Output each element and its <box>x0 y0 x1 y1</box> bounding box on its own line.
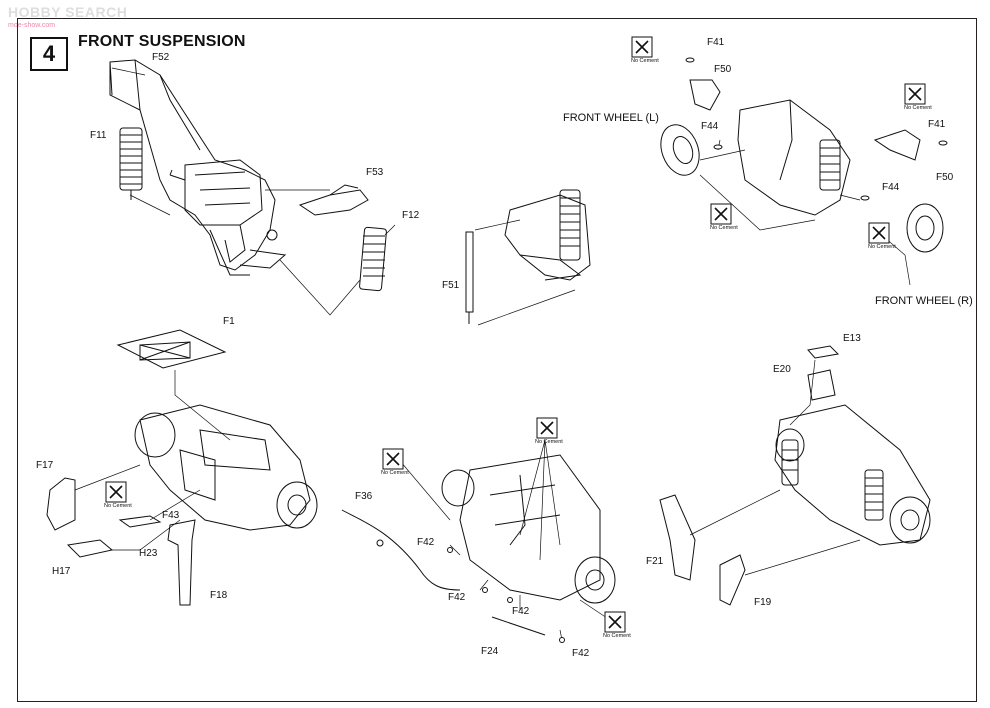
no-cement-label: No Cement <box>535 439 563 445</box>
part-label-F42: F42 <box>512 606 530 617</box>
front-wheel-right-label: FRONT WHEEL (R) <box>875 295 973 307</box>
side-panel-F17 <box>46 477 76 531</box>
plate-H17 <box>66 539 114 558</box>
front-wheel-left <box>660 124 700 176</box>
part-label-F44: F44 <box>882 182 900 193</box>
part-label-H23: H23 <box>139 548 158 559</box>
chassis-left-assembly <box>134 404 318 531</box>
panel-F21 <box>659 494 696 581</box>
part-label-F50: F50 <box>936 172 954 183</box>
chassis-center-assembly <box>441 454 616 604</box>
part-label-F41: F41 <box>928 119 946 130</box>
part-label-F24: F24 <box>481 646 499 657</box>
part-label-F42: F42 <box>448 592 466 603</box>
no-cement-label: No Cement <box>104 503 132 509</box>
no-cement-icon <box>536 417 558 439</box>
shock-absorber-F12 <box>359 226 387 292</box>
no-cement-label: No Cement <box>710 225 738 231</box>
no-cement-icon <box>710 203 732 225</box>
floor-plate-F1 <box>116 329 227 369</box>
part-label-F42: F42 <box>572 648 590 659</box>
part-label-F12: F12 <box>402 210 420 221</box>
front-wheel-left-label: FRONT WHEEL (L) <box>563 112 659 124</box>
tie-rod-F24 <box>491 616 546 636</box>
part-label-F41: F41 <box>707 37 725 48</box>
page-border <box>17 18 977 702</box>
part-E13 <box>807 345 840 359</box>
watermark-logo: HOBBY SEARCH <box>8 4 128 20</box>
step-title: FRONT SUSPENSION <box>78 33 246 50</box>
part-label-F51: F51 <box>442 280 460 291</box>
part-label-F17: F17 <box>36 460 54 471</box>
part-label-F36: F36 <box>355 491 373 502</box>
cable-F36 <box>341 509 461 591</box>
no-cement-icon <box>105 481 127 503</box>
part-label-F42: F42 <box>417 537 435 548</box>
part-label-F50: F50 <box>714 64 732 75</box>
no-cement-icon <box>631 36 653 58</box>
part-label-F18: F18 <box>210 590 228 601</box>
part-label-F21: F21 <box>646 556 664 567</box>
part-label-H17: H17 <box>52 566 71 577</box>
no-cement-label: No Cement <box>904 105 932 111</box>
part-E20 <box>807 369 836 401</box>
watermark-url: moe-show.com <box>8 22 56 29</box>
upper-arm-F53 <box>298 184 369 216</box>
part-label-F11: F11 <box>90 130 107 141</box>
no-cement-label: No Cement <box>868 244 896 250</box>
center-spring-assembly <box>504 189 591 281</box>
chassis-right-assembly <box>774 404 931 546</box>
part-label-F44: F44 <box>701 121 719 132</box>
no-cement-icon <box>382 448 404 470</box>
part-label-E20: E20 <box>773 364 791 375</box>
no-cement-icon <box>604 611 626 633</box>
no-cement-icon <box>904 83 926 105</box>
front-wheel-right <box>906 203 944 253</box>
part-label-F43: F43 <box>162 510 180 521</box>
no-cement-label: No Cement <box>603 633 631 639</box>
part-label-E13: E13 <box>843 333 861 344</box>
no-cement-label: No Cement <box>381 470 409 476</box>
no-cement-label: No Cement <box>631 58 659 64</box>
part-label-F1: F1 <box>223 316 235 327</box>
part-label-F53: F53 <box>366 167 384 178</box>
no-cement-icon <box>868 222 890 244</box>
part-label-F19: F19 <box>754 597 772 608</box>
damper-rod-F51 <box>465 231 474 324</box>
panel-F19 <box>719 554 746 606</box>
front-axle-assembly <box>689 79 921 216</box>
plate-H23 <box>118 515 162 528</box>
bracket-F18 <box>167 519 196 606</box>
step-number: 4 <box>30 37 68 71</box>
shock-absorber-F11 <box>119 127 143 200</box>
part-label-F52: F52 <box>152 52 170 63</box>
suspension-subframe-drawing <box>109 59 287 276</box>
